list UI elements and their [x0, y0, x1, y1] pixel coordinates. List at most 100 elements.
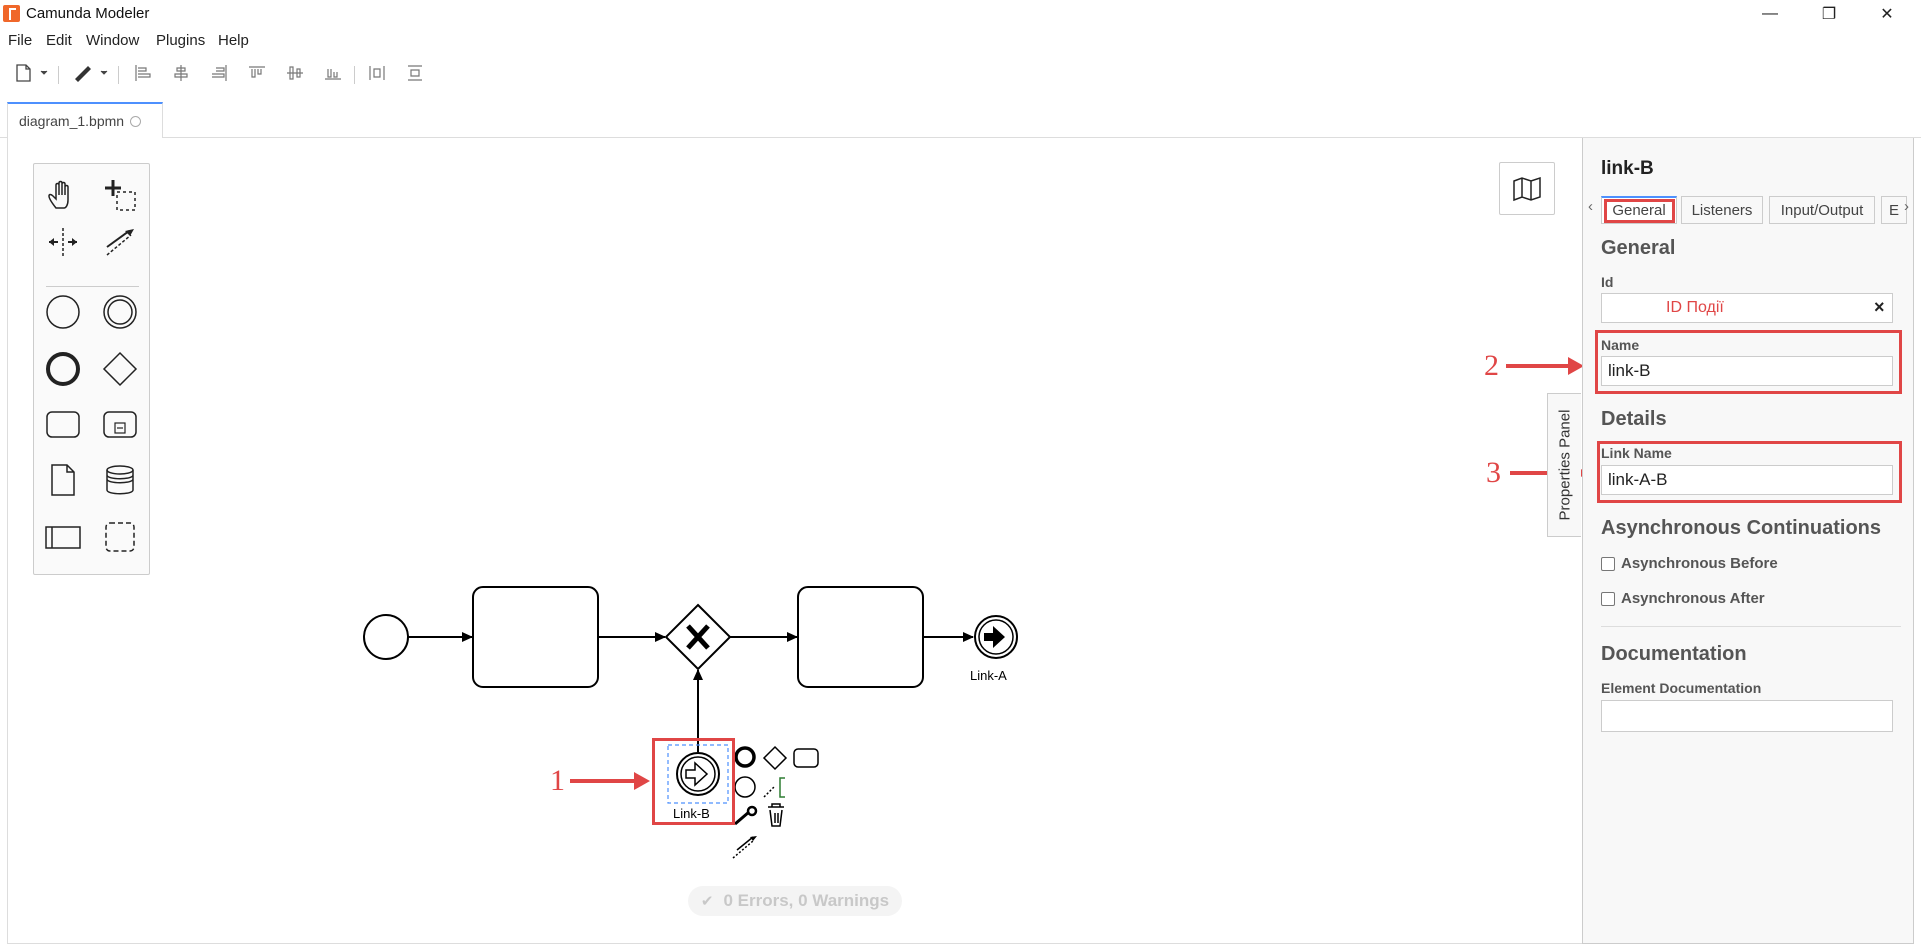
lint-status-button[interactable]: ✔ 0 Errors, 0 Warnings [688, 886, 902, 916]
tab-input-output[interactable]: Input/Output [1769, 196, 1875, 224]
tab-diagram-1[interactable]: diagram_1.bpmn [7, 102, 163, 138]
minimap-toggle-button[interactable] [1499, 162, 1555, 215]
align-right-button[interactable] [208, 62, 230, 84]
tab-bar: diagram_1.bpmn [0, 100, 1921, 138]
intermediate-event-icon [103, 295, 137, 329]
element-documentation-label: Element Documentation [1601, 680, 1762, 696]
hand-icon [48, 180, 69, 209]
create-task[interactable] [43, 404, 83, 444]
tabs-scroll-right-icon[interactable]: › [1904, 198, 1909, 215]
tab-label: diagram_1.bpmn [19, 113, 125, 129]
global-connect-tool[interactable] [100, 222, 140, 262]
pool-icon [45, 526, 81, 549]
map-icon [1513, 176, 1541, 201]
color-picker-button[interactable] [70, 62, 110, 84]
properties-panel-toggle[interactable]: Properties Panel [1547, 393, 1581, 537]
new-file-icon [16, 64, 48, 82]
align-middle-button[interactable] [284, 62, 306, 84]
lasso-tool[interactable] [100, 175, 140, 215]
distribute-vertical-button[interactable] [404, 62, 426, 84]
section-documentation: Documentation [1601, 643, 1747, 665]
create-data-store[interactable] [100, 460, 140, 500]
annotation-number-1: 1 [550, 764, 565, 797]
new-file-button[interactable] [12, 62, 50, 84]
annotation-number-3: 3 [1486, 456, 1501, 489]
annotation-number-2: 2 [1484, 349, 1499, 382]
create-group[interactable] [100, 517, 140, 557]
menu-edit[interactable]: Edit [46, 32, 72, 49]
window-title: Camunda Modeler [26, 5, 150, 22]
menu-help[interactable]: Help [218, 32, 249, 49]
align-center-button[interactable] [170, 62, 192, 84]
end-event-icon [46, 352, 80, 386]
group-icon [105, 522, 135, 552]
task-icon [46, 411, 80, 438]
modeling-canvas[interactable] [7, 138, 1582, 944]
properties-element-title: link-B [1601, 158, 1654, 179]
create-pool[interactable] [43, 517, 83, 557]
start-event-icon [46, 295, 80, 329]
create-intermediate-event[interactable] [100, 292, 140, 332]
toolbar-separator [58, 66, 59, 84]
space-tool[interactable] [43, 222, 83, 262]
palette-separator [46, 286, 139, 287]
annotation-box-1 [652, 738, 735, 825]
close-window-button[interactable]: ✕ [1880, 6, 1894, 23]
checkbox-icon [1601, 591, 1615, 606]
camunda-logo-icon [3, 5, 20, 22]
distribute-horizontal-button[interactable] [366, 62, 388, 84]
async-after-checkbox[interactable]: Asynchronous After [1601, 590, 1765, 607]
toolbar [0, 58, 1921, 88]
data-store-icon [106, 465, 134, 495]
unsaved-indicator-icon [130, 115, 142, 127]
name-input[interactable]: link-B [1601, 356, 1893, 386]
paint-brush-icon [75, 66, 108, 82]
menu-window[interactable]: Window [86, 32, 140, 49]
menu-plugins[interactable]: Plugins [156, 32, 206, 49]
align-right-icon [212, 65, 227, 81]
toolbar-separator [354, 66, 355, 84]
hand-tool[interactable] [43, 175, 83, 215]
align-middle-icon [287, 66, 303, 80]
align-bottom-button[interactable] [322, 62, 344, 84]
annotation-box-name [1595, 330, 1902, 394]
create-data-object[interactable] [43, 460, 83, 500]
checkmark-icon: ✔ [700, 893, 714, 910]
section-general: General [1601, 237, 1676, 259]
menu-file[interactable]: File [8, 32, 33, 49]
element-documentation-input[interactable] [1601, 700, 1893, 732]
align-center-icon [174, 65, 188, 81]
align-bottom-icon [325, 69, 341, 80]
async-before-checkbox[interactable]: Asynchronous Before [1601, 555, 1778, 572]
lasso-icon [105, 180, 136, 211]
restore-button[interactable]: ❐ [1821, 6, 1837, 23]
tab-extensions[interactable]: E [1881, 196, 1907, 224]
section-async: Asynchronous Continuations [1601, 517, 1881, 539]
create-gateway[interactable] [100, 349, 140, 389]
create-start-event[interactable] [43, 292, 83, 332]
align-top-button[interactable] [246, 62, 268, 84]
id-input[interactable]: ID Події [1601, 293, 1893, 323]
align-top-icon [249, 66, 265, 78]
create-subprocess[interactable] [100, 404, 140, 444]
tabs-scroll-left-icon[interactable]: ‹ [1588, 198, 1593, 215]
distribute-vertical-icon [408, 65, 422, 81]
title-bar: Camunda Modeler — ❐ ✕ [0, 0, 1921, 28]
clear-id-button[interactable]: × [1874, 297, 1885, 317]
gateway-icon [102, 351, 138, 387]
minimize-button[interactable]: — [1762, 5, 1778, 22]
link-name-input-value: link-A-B [1608, 470, 1668, 489]
checkbox-icon [1601, 556, 1615, 571]
id-label: Id [1601, 274, 1614, 290]
section-divider [1601, 626, 1901, 627]
toolbar-separator [118, 66, 119, 84]
link-name-input[interactable]: link-A-B [1601, 465, 1893, 495]
link-b-label: Link-B [673, 806, 710, 821]
data-object-icon [51, 464, 75, 496]
tab-listeners[interactable]: Listeners [1681, 196, 1763, 224]
align-left-button[interactable] [132, 62, 154, 84]
properties-panel: link-B ‹ General Listeners Input/Output … [1582, 138, 1914, 944]
menu-bar: File Edit Window Plugins Help [0, 30, 1921, 52]
section-details: Details [1601, 408, 1667, 430]
create-end-event[interactable] [43, 349, 83, 389]
